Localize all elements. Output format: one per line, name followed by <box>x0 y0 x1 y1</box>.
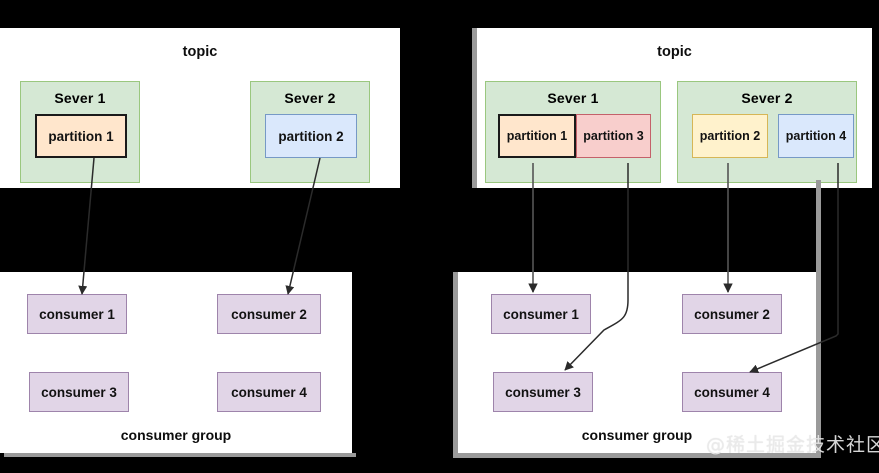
left-consumer-2: consumer 2 <box>217 294 321 334</box>
right-server-2-box: Sever 2 partition 2 partition 4 <box>677 81 857 183</box>
right-topic-panel-shadow <box>472 28 477 188</box>
left-panel-shadow <box>4 453 356 457</box>
right-partition-1: partition 1 <box>498 114 576 158</box>
watermark-text: @稀土掘金技术社区 <box>706 434 879 456</box>
left-topic-panel: topic Sever 1 partition 1 Sever 2 partit… <box>0 28 400 188</box>
right-consumer-2: consumer 2 <box>682 294 782 334</box>
left-consumer-group-panel: consumer 1 consumer 2 consumer 3 consume… <box>0 272 352 453</box>
right-server-1-box: Sever 1 partition 1 partition 3 <box>485 81 661 183</box>
left-consumer-1: consumer 1 <box>27 294 127 334</box>
left-consumer-group-label: consumer group <box>120 427 232 443</box>
right-consumer-panel-shadow-left <box>453 272 458 458</box>
right-server-1-label: Sever 1 <box>547 90 599 106</box>
right-consumer-panel-shadow-edge <box>816 180 821 458</box>
right-consumer-1: consumer 1 <box>491 294 591 334</box>
right-partition-3: partition 3 <box>576 114 651 158</box>
right-partition-4: partition 4 <box>778 114 854 158</box>
left-partition-1: partition 1 <box>35 114 127 158</box>
right-consumer-4: consumer 4 <box>682 372 782 412</box>
left-server-2-box: Sever 2 partition 2 <box>250 81 370 183</box>
right-consumer-group-panel: consumer 1 consumer 2 consumer 3 consume… <box>458 272 816 453</box>
right-server-2-label: Sever 2 <box>741 90 793 106</box>
right-topic-label: topic <box>657 44 692 60</box>
left-server-2-label: Sever 2 <box>284 90 336 106</box>
right-panel-shadow <box>458 453 816 458</box>
left-partition-2: partition 2 <box>265 114 357 158</box>
right-consumer-3: consumer 3 <box>493 372 593 412</box>
right-topic-panel: topic Sever 1 partition 1 partition 3 Se… <box>477 28 872 188</box>
left-consumer-4: consumer 4 <box>217 372 321 412</box>
right-partition-2: partition 2 <box>692 114 768 158</box>
left-server-1-label: Sever 1 <box>54 90 106 106</box>
left-consumer-3: consumer 3 <box>29 372 129 412</box>
right-consumer-group-label: consumer group <box>581 427 693 443</box>
left-topic-label: topic <box>182 44 218 60</box>
left-server-1-box: Sever 1 partition 1 <box>20 81 140 183</box>
